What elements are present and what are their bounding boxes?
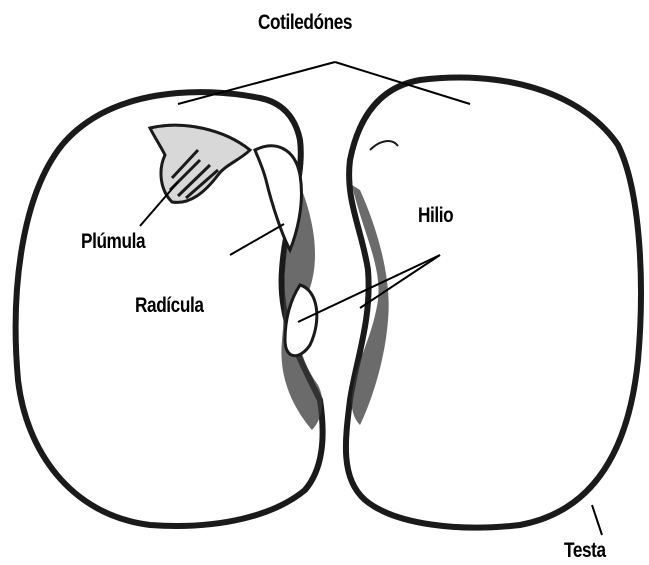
- label-testa: Testa: [564, 540, 606, 561]
- label-hilio: Hilio: [418, 205, 453, 226]
- right-seed-half: [346, 78, 641, 528]
- label-radicula: Radícula: [135, 295, 203, 316]
- label-plumula: Plúmula: [81, 231, 145, 252]
- label-cotiledones: Cotiledónes: [258, 12, 352, 33]
- leader-testa: [592, 505, 602, 535]
